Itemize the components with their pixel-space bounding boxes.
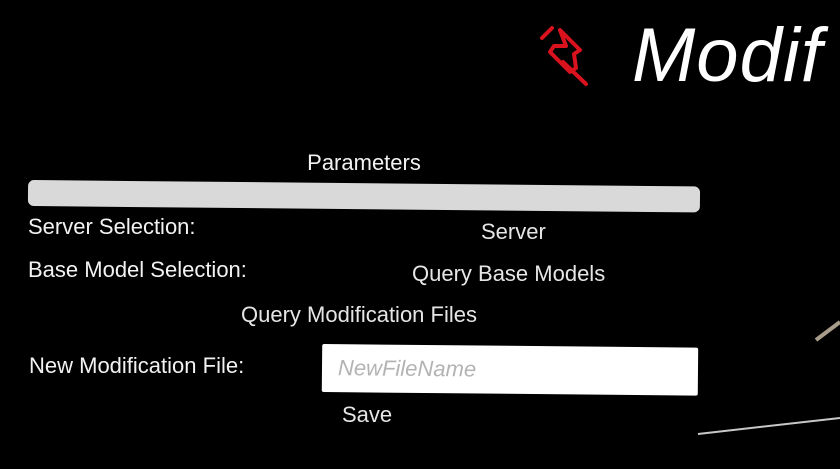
query-base-models-button[interactable]: Query Base Models [412, 261, 606, 286]
new-modification-file-label: New Modification File: [29, 353, 245, 378]
save-button[interactable]: Save [342, 402, 393, 427]
parameters-heading: Parameters [307, 150, 421, 175]
server-selection-label: Server Selection: [28, 214, 196, 239]
parameters-bar [27, 180, 701, 213]
base-model-selection-label: Base Model Selection: [28, 257, 247, 282]
pushpin-icon[interactable] [536, 24, 596, 90]
page-title: Modif [632, 13, 823, 98]
server-button[interactable]: Server [481, 219, 546, 244]
query-modification-files-button[interactable]: Query Modification Files [241, 302, 477, 327]
new-file-name-input[interactable] [321, 344, 699, 396]
